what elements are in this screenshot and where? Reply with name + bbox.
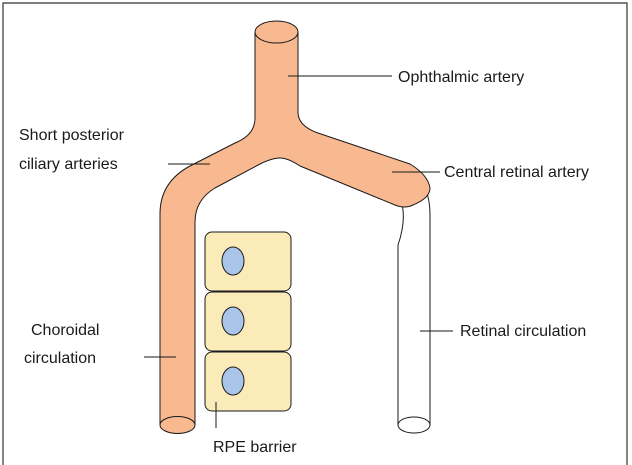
short-posterior-label-line1: Short posterior	[19, 127, 125, 144]
ophthalmic-artery-vessel	[160, 32, 430, 425]
choroidal-label-line1: Choroidal	[31, 322, 99, 339]
rpe-cell	[205, 352, 291, 411]
central-retinal-artery-label: Central retinal artery	[444, 164, 589, 181]
rpe-nucleus	[222, 367, 244, 395]
retinal-circulation-label: Retinal circulation	[460, 323, 586, 340]
figure-frame	[3, 3, 627, 465]
rpe-nucleus	[222, 247, 244, 275]
choroidal-vessel-end	[160, 417, 195, 434]
short-posterior-label-line2: ciliary arteries	[19, 156, 118, 173]
retinal-circulation-vessel	[395, 175, 430, 425]
rpe-cell-stack	[205, 232, 291, 411]
rpe-cell	[205, 232, 291, 291]
rpe-nucleus	[222, 307, 244, 335]
retinal-vessel-end	[398, 417, 430, 433]
ophthalmic-artery-label: Ophthalmic artery	[398, 69, 524, 86]
choroidal-label-line2: circulation	[24, 350, 96, 367]
rpe-barrier-label: RPE barrier	[213, 439, 297, 456]
rpe-cell	[205, 292, 291, 351]
ophthalmic-artery-top	[255, 21, 298, 43]
